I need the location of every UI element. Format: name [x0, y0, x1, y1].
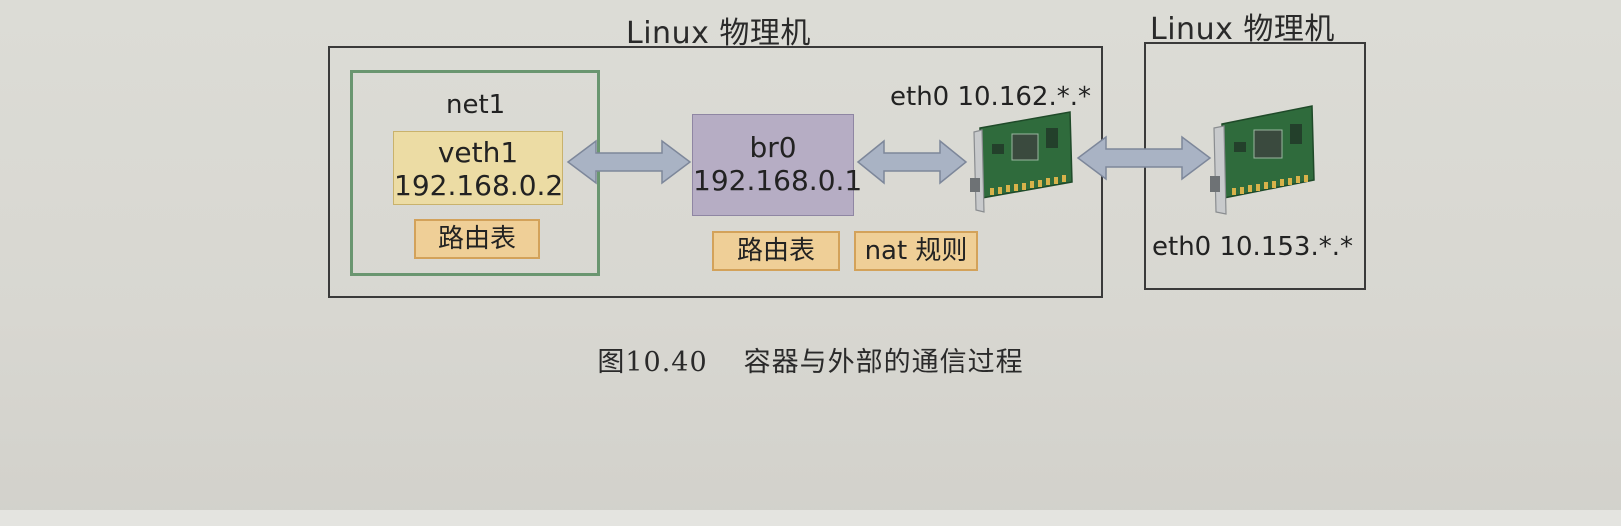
- left-nic-icon: [970, 111, 1073, 213]
- namespace-route-table: 路由表: [414, 219, 540, 259]
- br0-ip: 192.168.0.1: [693, 164, 863, 197]
- caption-text: 容器与外部的通信过程: [743, 347, 1024, 378]
- bridge-nic-arrow: [856, 139, 968, 185]
- right-eth0-label: eth0 10.153.*.*: [1152, 232, 1353, 262]
- namespace-title: net1: [446, 90, 506, 120]
- right-host-title: Linux 物理机: [1150, 12, 1335, 47]
- veth-bridge-arrow: [566, 139, 692, 185]
- veth1-name: veth1: [437, 136, 519, 169]
- right-nic-icon: [1210, 105, 1315, 215]
- host-route-table: 路由表: [712, 231, 840, 271]
- caption-number: 图10.40: [597, 347, 708, 378]
- left-host-title: Linux 物理机: [626, 16, 811, 51]
- left-eth0-label: eth0 10.162.*.*: [890, 82, 1091, 112]
- host-to-host-arrow: [1076, 135, 1212, 181]
- veth1-interface: veth1 192.168.0.2: [393, 131, 563, 205]
- page-bottom-edge: [0, 510, 1621, 526]
- figure-caption: 图10.40 容器与外部的通信过程: [0, 340, 1621, 379]
- namespace-box: [350, 70, 600, 276]
- br0-name: br0: [749, 131, 797, 164]
- br0-bridge: br0 192.168.0.1: [692, 114, 863, 216]
- nat-rules: nat 规则: [854, 231, 978, 271]
- veth1-ip: 192.168.0.2: [394, 169, 564, 202]
